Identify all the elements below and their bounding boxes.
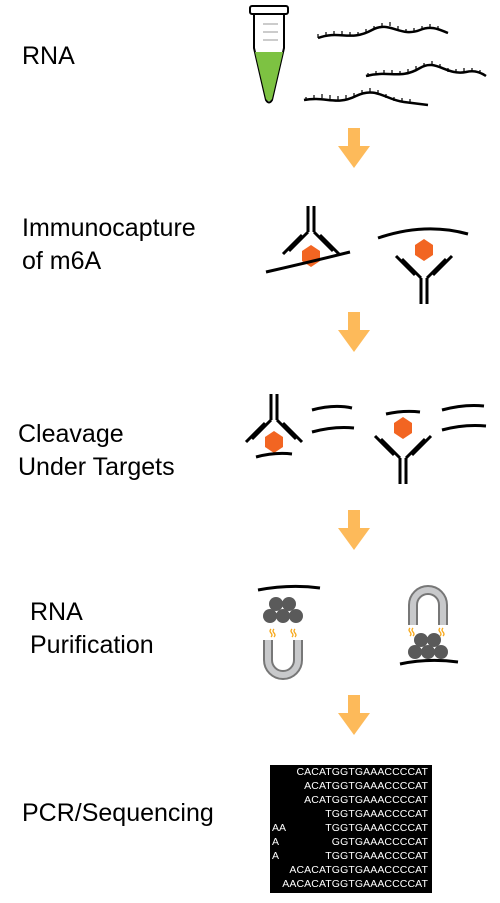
m6a-icon [394, 417, 412, 439]
rna-fragment-icon [257, 584, 321, 592]
rna-strand-icon [377, 227, 469, 240]
rna-strand-icon [265, 250, 351, 274]
magnet-field-icon [408, 627, 445, 637]
rna-fragment-icon [311, 404, 353, 412]
antibody-icon [394, 254, 454, 306]
sequence-read: TGGTGAAACCCCAT [325, 822, 428, 834]
sequencing-reads-panel: CACATGGTGAAACCCCAT ACATGGTGAAACCCCAT ACA… [270, 765, 432, 893]
rna-strand-icon [303, 88, 429, 107]
step-label-purification: RNA Purification [30, 598, 154, 659]
step-label-pcr-sequencing: PCR/Sequencing [22, 799, 214, 827]
arrow-down-icon [338, 695, 370, 735]
rna-fragment-icon [441, 404, 485, 412]
sequence-read: AACACATGGTGAAACCCCAT [282, 878, 428, 890]
arrow-down-icon [338, 510, 370, 550]
step-label-cleavage: Cleavage Under Targets [18, 420, 175, 481]
sequence-read: CACATGGTGAAACCCCAT [296, 766, 428, 778]
m6a-icon [265, 431, 283, 453]
sequence-read: TGGTGAAACCCCAT [325, 850, 428, 862]
rna-fragment-icon [255, 451, 293, 459]
magnet-icon [263, 640, 303, 680]
sequence-read: ACATGGTGAAACCCCAT [304, 794, 428, 806]
rna-strand-icon [365, 61, 487, 78]
arrow-down-icon [338, 312, 370, 352]
bead-cluster-icon [263, 597, 303, 623]
sequence-read: ACATGGTGAAACCCCAT [304, 780, 428, 792]
arrow-down-icon [338, 128, 370, 168]
step-label-immunocapture: Immunocapture of m6A [22, 214, 196, 275]
magnet-icon [408, 585, 448, 625]
rna-strand-icon [317, 22, 449, 40]
sequence-read: TGGTGAAACCCCAT [325, 808, 428, 820]
rna-fragment-icon [399, 658, 459, 666]
rna-fragment-icon [311, 426, 355, 434]
bead-cluster-icon [408, 633, 448, 659]
step-label-rna: RNA [22, 42, 75, 70]
magnet-field-icon [269, 628, 297, 638]
rna-fragment-icon [441, 424, 487, 432]
m6a-icon [415, 239, 433, 261]
sequence-fragment: A [272, 850, 280, 862]
tube-icon [249, 5, 289, 104]
sequence-read: GGTGAAACCCCAT [331, 836, 428, 848]
antibody-icon [373, 434, 433, 486]
sequence-read: ACACATGGTGAAACCCCAT [289, 864, 428, 876]
sequence-fragment: A [272, 836, 280, 848]
sequence-fragment: AA [272, 822, 287, 834]
rna-fragment-icon [385, 409, 421, 416]
